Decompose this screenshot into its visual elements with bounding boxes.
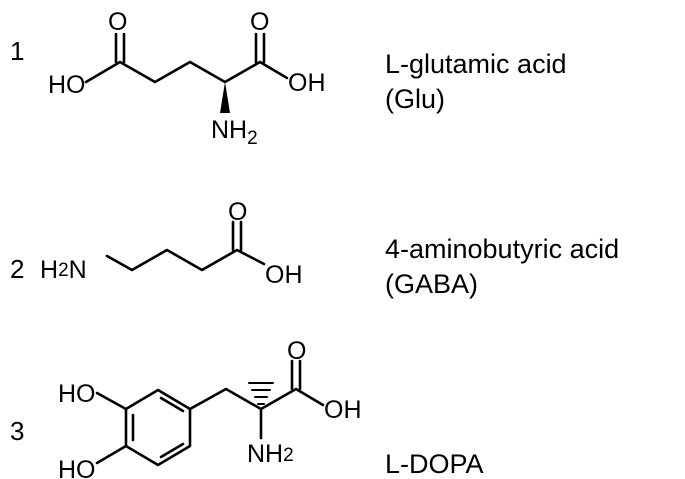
compound-3-atom-nh2: NH2	[247, 440, 294, 468]
compound-3-atom-oh: OH	[324, 396, 362, 424]
compound-1-name: L-glutamic acid	[385, 49, 567, 79]
compound-1-atom-nh2: NH2	[211, 116, 258, 149]
compound-3: 3 HO HO O OH NH2 L-DOPA	[10, 337, 484, 479]
compound-3-structure: HO HO O OH NH2	[58, 337, 362, 479]
compound-2-carbonyl-bond	[231, 220, 243, 252]
compound-3-number: 3	[10, 416, 24, 446]
compound-2-atom-o: O	[228, 198, 247, 226]
compound-3-hydroxyl-bonds	[95, 391, 128, 465]
compound-2-abbreviation: (GABA)	[385, 269, 478, 299]
compound-1-structure: O HO O OH NH2	[48, 8, 326, 149]
compound-3-side-chain-bonds	[188, 387, 325, 411]
compound-1-atom-ho: HO	[48, 71, 86, 99]
compound-1-atom-o-right: O	[250, 8, 269, 36]
compound-3-carbonyl-bond	[290, 359, 302, 391]
compound-1-wedge-bond	[220, 82, 230, 113]
compound-2-skeleton-bonds	[105, 248, 266, 272]
compound-1-abbreviation: (Glu)	[385, 84, 445, 114]
compound-1-number: 1	[10, 36, 24, 66]
compound-3-name: L-DOPA	[385, 449, 484, 479]
compound-3-hashed-bond	[248, 382, 274, 405]
compound-2-atom-h2n: H2N	[40, 256, 87, 284]
compound-1-atom-o-left: O	[108, 8, 127, 36]
compound-1-atom-oh: OH	[288, 69, 326, 97]
compound-1-left-carbonyl-bond	[114, 32, 126, 64]
compound-3-benzene-ring	[124, 388, 192, 467]
compound-3-ring-inner-bonds	[131, 396, 185, 459]
compound-2-structure: H2N O OH	[40, 198, 303, 289]
compound-2-name: 4-aminobutyric acid	[385, 234, 619, 264]
compound-1-right-carbonyl-bond	[254, 32, 266, 64]
compound-1: 1 O HO O OH NH2 L-glutamic acid (Glu)	[10, 8, 567, 149]
compound-2: 2 H2N O OH 4-aminobutyric acid (GABA)	[10, 198, 619, 299]
compound-2-atom-oh: OH	[265, 261, 303, 289]
compound-3-atom-o: O	[287, 337, 306, 365]
compound-3-atom-ho-bottom: HO	[58, 456, 96, 479]
compound-2-number: 2	[10, 254, 24, 284]
compound-3-atom-ho-top: HO	[58, 380, 96, 408]
compound-1-skeleton-bonds	[84, 60, 289, 84]
